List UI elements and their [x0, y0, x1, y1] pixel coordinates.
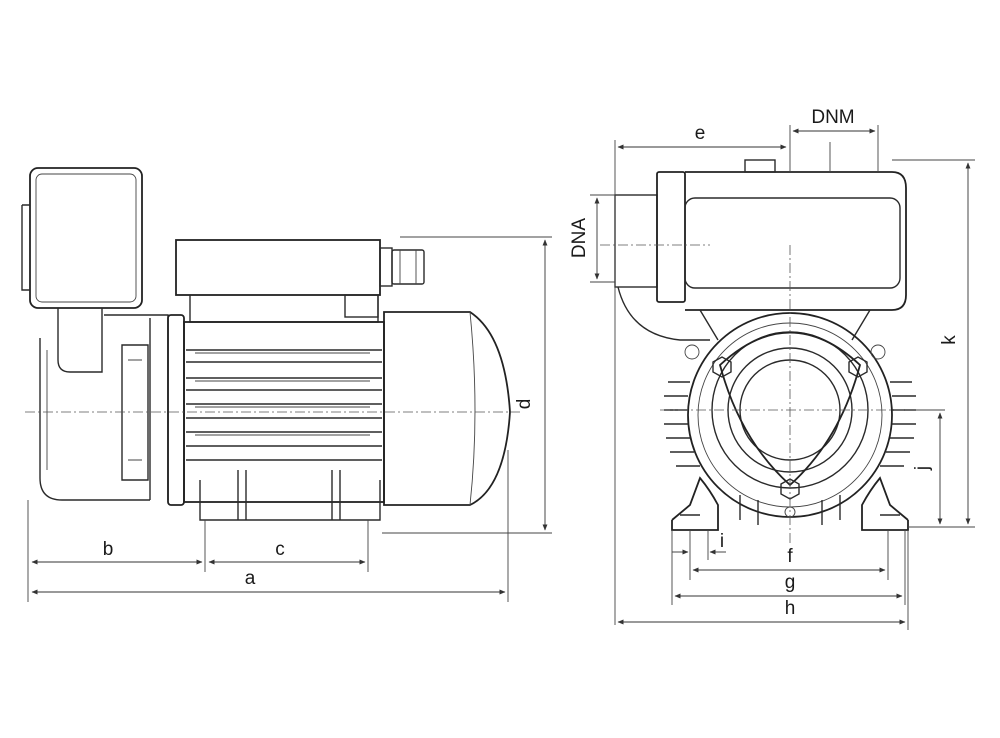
label-f: f [787, 546, 793, 567]
pump-head-front [614, 142, 907, 341]
label-j: j [912, 466, 933, 471]
terminal-box [175, 239, 425, 323]
label-e: e [695, 123, 706, 144]
dim-dnm: DNM [789, 107, 879, 172]
dim-dna: DNA [569, 194, 615, 283]
front-feet [671, 476, 909, 531]
dim-b: b [27, 500, 206, 602]
label-dnm: DNM [811, 107, 854, 128]
label-h: h [785, 598, 796, 619]
dim-d: d [382, 236, 552, 534]
side-view: d b c a [21, 167, 552, 602]
pump-casing [21, 167, 185, 506]
label-k: k [939, 335, 960, 345]
label-b: b [103, 539, 114, 560]
label-dna: DNA [569, 218, 590, 258]
label-a: a [245, 568, 256, 589]
dim-g: g [671, 530, 906, 605]
dim-c: c [208, 520, 369, 572]
dim-f: f [689, 530, 889, 580]
motor-feet [199, 470, 381, 521]
dim-j: j [905, 409, 945, 525]
dim-a: a [31, 450, 509, 602]
label-d: d [514, 399, 535, 410]
dim-e: e [614, 123, 787, 625]
label-g: g [785, 572, 796, 593]
label-c: c [275, 539, 285, 560]
dim-h: h [617, 530, 909, 630]
dim-i: i [672, 530, 726, 560]
fan-cover [383, 311, 511, 506]
dim-k: k [892, 159, 975, 528]
label-i: i [720, 531, 724, 552]
front-view: e DNM DNA k j [569, 107, 975, 630]
